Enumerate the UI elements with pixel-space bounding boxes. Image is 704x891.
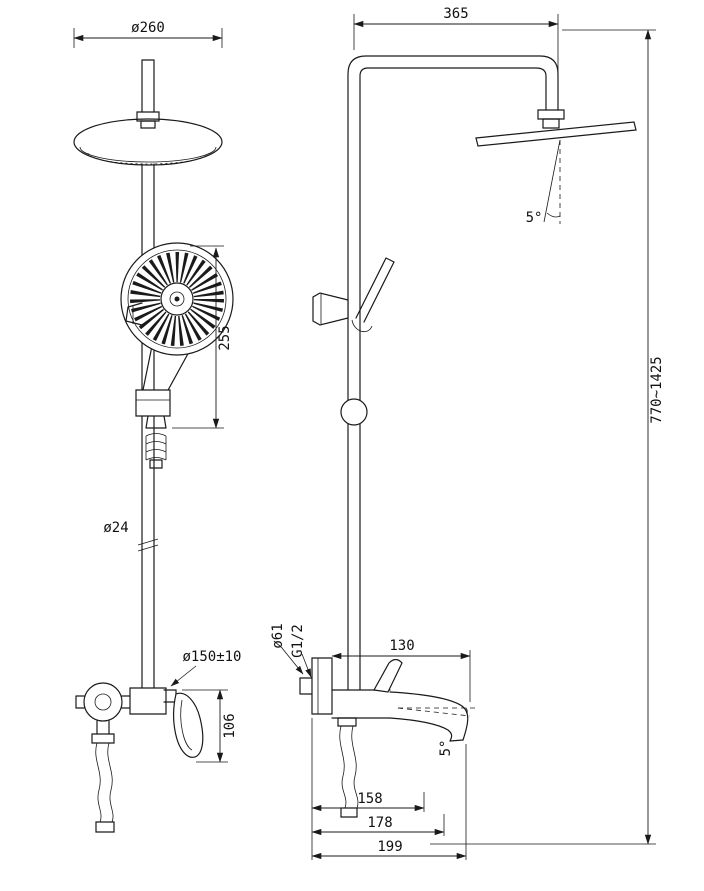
slider-bracket-front — [135, 389, 171, 417]
hand-shower-handle-side — [355, 257, 395, 323]
mixer-lever-front — [173, 692, 204, 758]
inlet-labels: ø61 G1/2 — [270, 623, 312, 678]
pipe-break-mark — [137, 538, 159, 552]
valve-knob-front — [83, 682, 123, 722]
flange-diameter-label: ø150±10 — [182, 649, 241, 665]
spout-angle-label: 5° — [438, 740, 454, 757]
head-stem — [141, 59, 155, 113]
head-ellipse — [73, 118, 223, 166]
side-view: 365 5° 770~1425 — [270, 6, 665, 860]
dim-spout-reach: 130 — [331, 638, 471, 702]
shower-hose-front — [95, 742, 102, 823]
head-angle-annotation: 5° — [526, 139, 561, 226]
wall-inlet-stub — [299, 677, 313, 695]
dim-bottom-chain: 158 178 199 — [311, 718, 467, 860]
slider-knob-side — [312, 292, 349, 326]
diverter-knob — [340, 398, 368, 426]
dim-a-label: 158 — [357, 791, 382, 807]
dim-hand-shower-length: 255 — [172, 245, 233, 429]
mixer-side — [299, 657, 469, 818]
body-height-label: 106 — [222, 713, 238, 738]
head-angle-label: 5° — [526, 210, 543, 226]
thread-size-label: G1/2 — [290, 624, 306, 658]
mixer-body-front — [129, 687, 167, 715]
head-plate-side — [475, 121, 637, 147]
dim-flange-diameter: ø150±10 — [170, 649, 242, 687]
shower-hose-side — [339, 725, 347, 809]
inlet-diameter-label: ø61 — [270, 623, 286, 648]
spray-nozzles — [87, 152, 209, 165]
dim-head-diameter: ø260 — [73, 20, 223, 48]
spout-bottom — [389, 717, 453, 742]
column-pipe-front — [141, 163, 155, 689]
spout-angle-annotation: 5° — [397, 707, 476, 757]
mixer-body-side — [331, 689, 391, 719]
hand-shower-handle — [142, 345, 191, 393]
hand-shower-hose-coil — [145, 433, 167, 461]
hand-shower-spray-pattern — [130, 252, 224, 346]
height-range-label: 770~1425 — [649, 356, 665, 423]
spout-top — [389, 691, 469, 741]
pipe-diameter-label: ø24 — [103, 520, 128, 536]
mixer-front — [75, 682, 204, 833]
dim-c-label: 199 — [377, 839, 402, 855]
holder-knob-front — [125, 302, 143, 326]
slider-assembly-side — [312, 257, 395, 333]
head-diameter-label: ø260 — [131, 20, 165, 36]
dim-body-height: 106 — [182, 689, 238, 763]
front-view: ø260 — [73, 20, 242, 833]
dim-height-range: 770~1425 — [430, 29, 665, 845]
rain-shower-head-front — [73, 59, 223, 166]
spout-reach-label: 130 — [389, 638, 414, 654]
rain-shower-head-side — [475, 109, 637, 147]
hand-shower-length-label: 255 — [217, 325, 233, 350]
hand-shower-front — [120, 242, 234, 469]
top-offset-label: 365 — [443, 6, 468, 22]
dim-b-label: 178 — [367, 815, 392, 831]
label-pipe-diameter: ø24 — [103, 520, 159, 552]
wall-plate-side — [311, 657, 333, 715]
mixer-lever-side — [373, 658, 403, 693]
gooseneck-pipe — [347, 55, 559, 691]
